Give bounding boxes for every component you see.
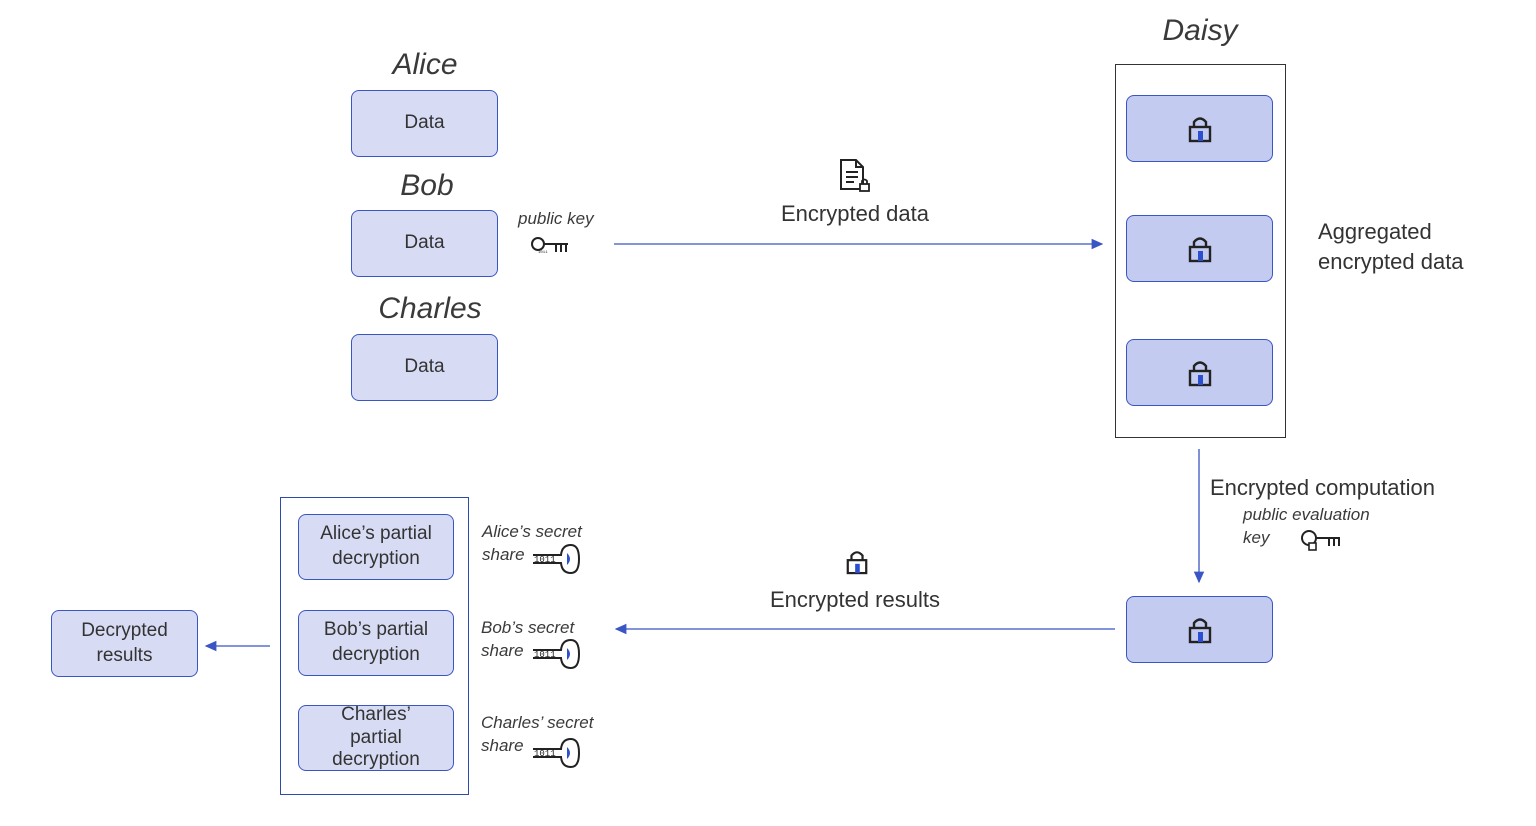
lock-icon [846,551,868,575]
pd-line: Bob’s partial [323,619,429,641]
party-bob: Bob [400,169,454,202]
key-icon: 1011 [531,237,568,254]
svg-text:1011: 1011 [534,555,556,565]
bob-secret-share-label: Bob’s secret share [481,617,574,663]
pd-line: decryption [332,548,420,569]
alice-secret-share-label: Alice’s secret share [482,521,582,567]
svg-text:1011: 1011 [534,650,556,660]
encrypted-document-icon [840,159,870,192]
lock-icon [1188,360,1211,386]
party-alice: Alice [392,48,458,81]
public-key-label: public key [518,209,594,228]
pd-line: decryption [332,644,420,665]
ss-line: share [481,735,524,755]
secret-share-key-icon: 1011 [533,638,581,670]
ss-line: share [482,544,525,564]
pek-line2: key [1243,527,1270,547]
data-label: Data [404,356,445,378]
party-daisy: Daisy [1162,14,1238,47]
ss-line: share [481,640,524,660]
secret-share-key-icon: 1011 [533,737,581,769]
data-label: Data [404,112,445,134]
alice-data-box: Data [351,90,498,157]
decrypted-results-box: Decrypted results [51,610,198,677]
lock-icon [1188,116,1211,142]
svg-text:1011: 1011 [538,251,548,254]
lock-icon [1188,236,1211,262]
dr-line: Decrypted [81,619,168,641]
encrypted-item-box [1126,95,1273,162]
encrypted-data-label: Encrypted data [781,201,929,226]
aggregated-label: Aggregated encrypted data [1318,217,1464,276]
party-charles: Charles [378,292,482,325]
dr-line: results [96,644,153,666]
svg-text:1011: 1011 [534,749,556,759]
pd-line: partial [350,726,402,748]
aggregated-label-line1: Aggregated [1318,219,1432,244]
encrypted-result-box [1126,596,1273,663]
pd-line: decryption [332,749,420,771]
encrypted-item-box [1126,339,1273,406]
ss-line: Alice’s secret [482,522,582,541]
charles-secret-share-label: Charles’ secret share [481,712,593,758]
evaluation-key-icon [1301,530,1340,551]
encrypted-computation-label: Encrypted computation [1210,475,1436,500]
pek-line1: public evaluation [1243,505,1370,524]
encrypted-results-label: Encrypted results [770,587,940,612]
bob-partial-decryption-box: Bob’s partial decryption [298,610,454,676]
encrypted-item-box [1126,215,1273,282]
ss-line: Charles’ secret [481,713,594,732]
ss-line: Bob’s secret [481,618,575,637]
data-label: Data [404,232,445,254]
charles-data-box: Data [351,334,498,401]
partial-decryptions-container [280,497,469,795]
daisy-container [1115,64,1286,438]
bob-data-box: Data [351,210,498,277]
lock-icon [1188,617,1211,643]
pd-line: Alice’s partial [320,523,432,545]
secret-share-key-icon: 1011 [533,543,581,575]
aggregated-label-line2: encrypted data [1318,248,1464,274]
public-evaluation-key-label: public evaluation key [1243,504,1370,550]
pd-line: Charles’ [341,703,411,725]
alice-partial-decryption-box: Alice’s partial decryption [298,514,454,580]
